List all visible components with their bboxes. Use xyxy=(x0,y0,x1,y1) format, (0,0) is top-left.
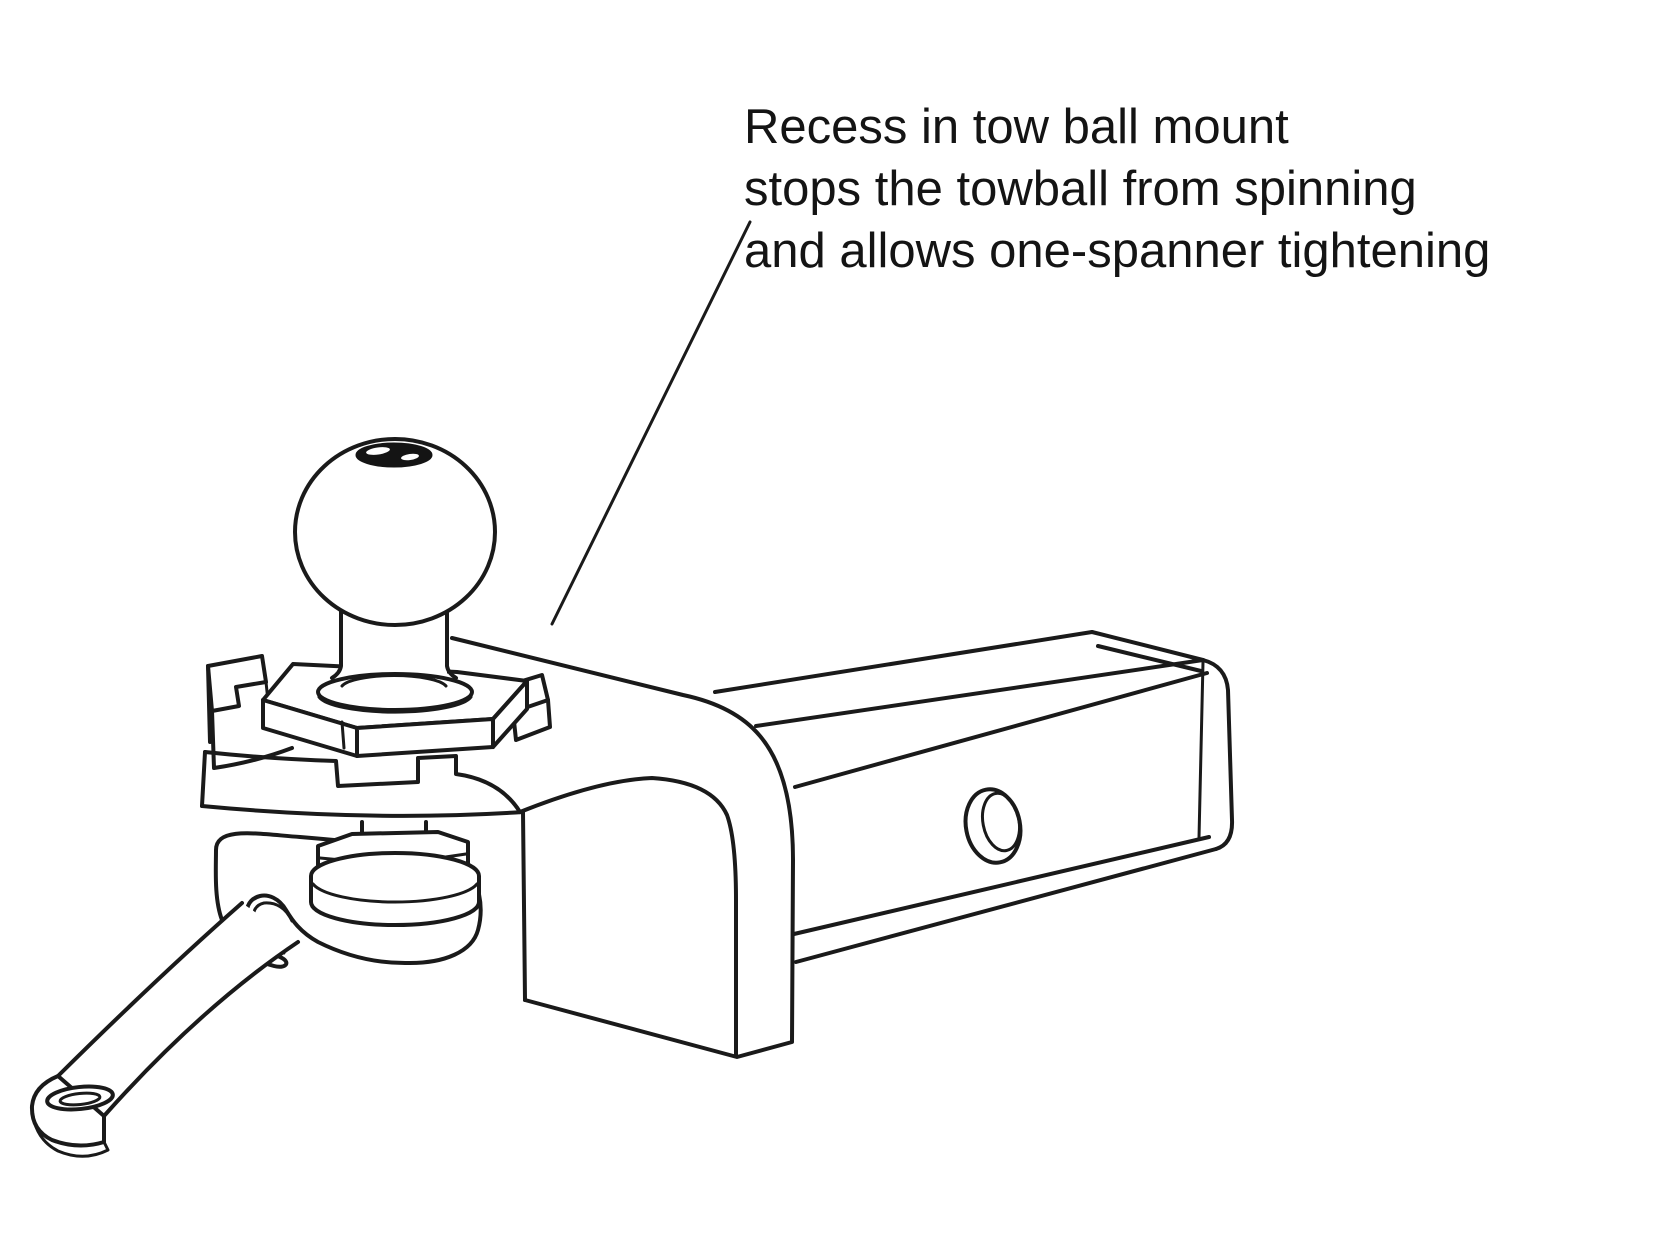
spanner-handle-cap xyxy=(29,1074,115,1158)
mount-inner-bend-edge xyxy=(518,776,738,1057)
hitch-bar-top-chamfer-line xyxy=(793,671,1209,789)
ball-flat-top xyxy=(355,442,433,468)
washer-top-inner-arc xyxy=(311,882,479,904)
collar-washer-thickness xyxy=(317,695,473,714)
hitch-bar-bottom-chamfer-line xyxy=(792,835,1211,936)
spanner-handle-lower-edge xyxy=(102,940,300,1118)
spanner-handle-fill xyxy=(58,903,298,1116)
mount-plate-left-edge xyxy=(200,750,207,808)
hitch-bar-bottom-edge xyxy=(794,847,1218,964)
hitch-bar-end-inner-edge xyxy=(1197,660,1205,840)
ball-neck-right-edge xyxy=(445,588,458,680)
recess-tab-left xyxy=(206,654,294,770)
spanner-cap-thickness xyxy=(30,1104,110,1158)
hitch-bar xyxy=(713,630,1235,964)
tow-ball xyxy=(293,437,497,627)
mount-outer-bend-edge xyxy=(450,636,795,1059)
ball-neck-left-edge xyxy=(330,588,343,680)
hex-flange-wall-notch xyxy=(340,720,346,750)
hitch-bar-end-top-edge xyxy=(1090,630,1205,662)
hitch-pin-hole xyxy=(963,787,1023,865)
annotation-line-1: Recess in tow ball mount xyxy=(744,100,1289,154)
hitch-bar-top-back-edge xyxy=(713,630,1094,694)
annotation-line-2: stops the towball from spinning xyxy=(744,162,1417,216)
leader-line xyxy=(550,220,752,626)
hex-flange-wall-right xyxy=(491,679,529,749)
collar-neck-base-arc xyxy=(340,674,448,688)
spanner-hanging-hole xyxy=(45,1084,115,1112)
ball-top-highlight-1 xyxy=(366,447,390,455)
ball-top-highlight-2 xyxy=(401,453,419,461)
mount-plate-bottom-edge xyxy=(200,804,525,818)
annotation-text: Recess in tow ball mount stops the towba… xyxy=(744,96,1604,282)
spanner-handle-upper-edge xyxy=(56,901,244,1078)
hitch-bar-top-face xyxy=(715,632,1203,726)
hitch-bar-end-right-edge xyxy=(1201,658,1235,851)
mount-shank-left-edge xyxy=(521,810,527,1002)
hitch-bar-end-chamfer-line xyxy=(1096,644,1203,673)
spanner-handle xyxy=(29,901,300,1158)
recess-tab-left-wall-bottom xyxy=(210,709,294,770)
recess-tab-right-wall xyxy=(511,698,552,742)
mount-plate-front-edge xyxy=(203,750,522,814)
fastener-stack xyxy=(309,820,481,927)
recess-tab-left-wall-left xyxy=(206,664,212,744)
tow-ball-assembly xyxy=(293,437,497,714)
hitch-bar-top-front-edge xyxy=(754,658,1205,728)
hex-flange-in-recess xyxy=(261,662,529,758)
washer xyxy=(309,851,481,927)
annotation-line-3: and allows one-spanner tightening xyxy=(744,224,1491,278)
collar-washer xyxy=(316,672,474,714)
